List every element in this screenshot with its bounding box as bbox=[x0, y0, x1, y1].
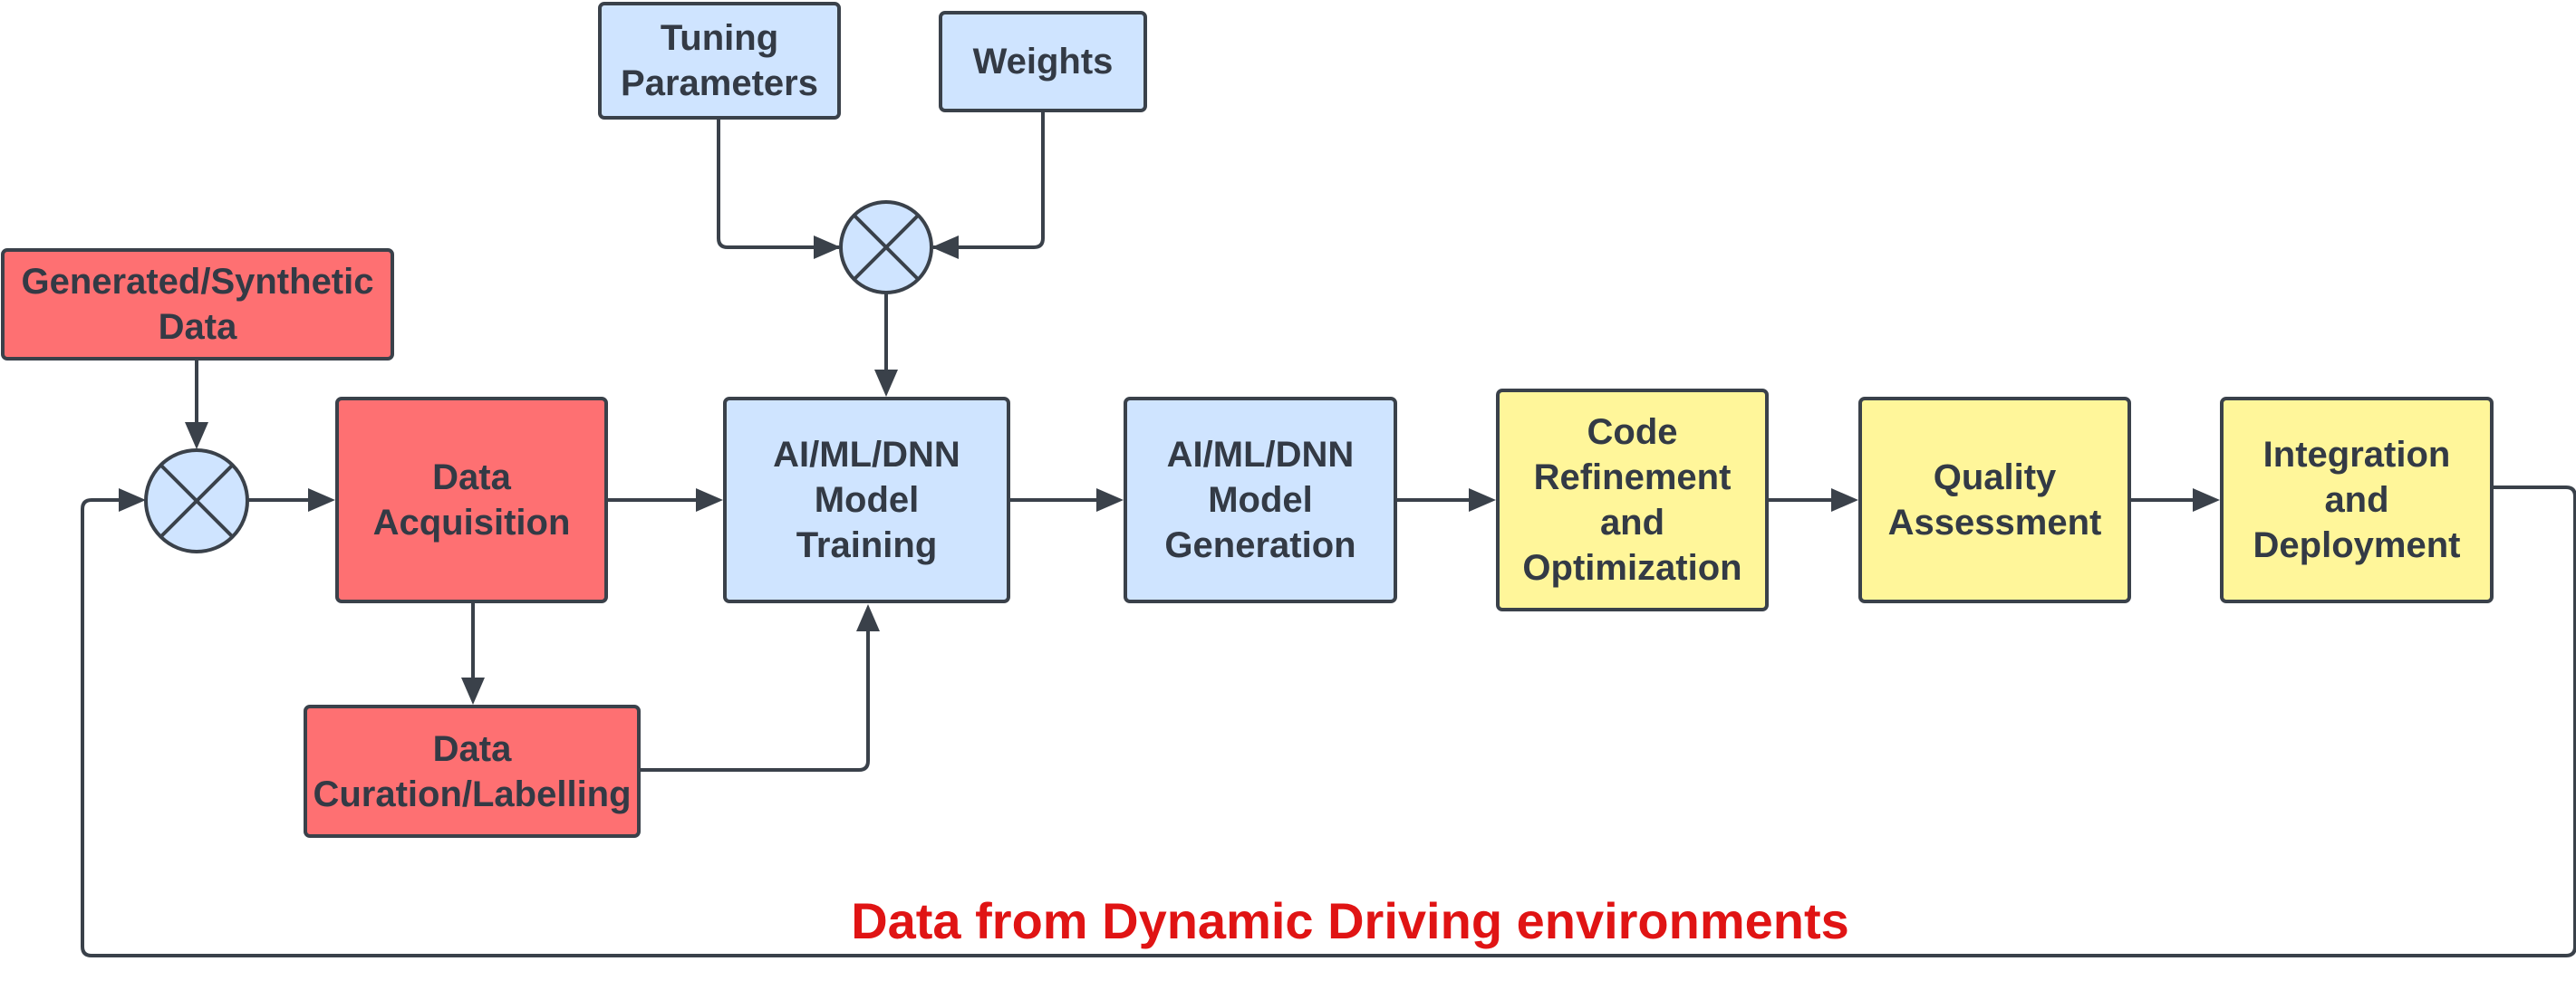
weights-box: Weights bbox=[939, 11, 1147, 112]
quality-assessment-box: Quality Assessment bbox=[1858, 397, 2131, 603]
arrow-weights-to-junction bbox=[933, 112, 1045, 249]
model-training-box: AI/ML/DNN Model Training bbox=[723, 397, 1010, 603]
integration-deployment-box: Integration and Deployment bbox=[2220, 397, 2494, 603]
model-generation-box: AI/ML/DNN Model Generation bbox=[1124, 397, 1397, 603]
mixer-junction-left bbox=[144, 448, 249, 553]
tuning-parameters-box: Tuning Parameters bbox=[598, 2, 841, 120]
feedback-loop-label: Data from Dynamic Driving environments bbox=[851, 892, 1849, 949]
generated-synthetic-data-box: Generated/Synthetic Data bbox=[1, 248, 394, 361]
arrow-tuning-to-junction bbox=[717, 120, 839, 249]
feedback-loop-line bbox=[81, 486, 2576, 957]
code-refinement-box: Code Refinement and Optimization bbox=[1496, 389, 1769, 611]
mixer-junction-top bbox=[839, 200, 933, 294]
arrow-curation-to-training bbox=[640, 625, 870, 772]
data-acquisition-box: Data Acquisition bbox=[335, 397, 608, 603]
data-curation-box: Data Curation/Labelling bbox=[304, 705, 641, 838]
